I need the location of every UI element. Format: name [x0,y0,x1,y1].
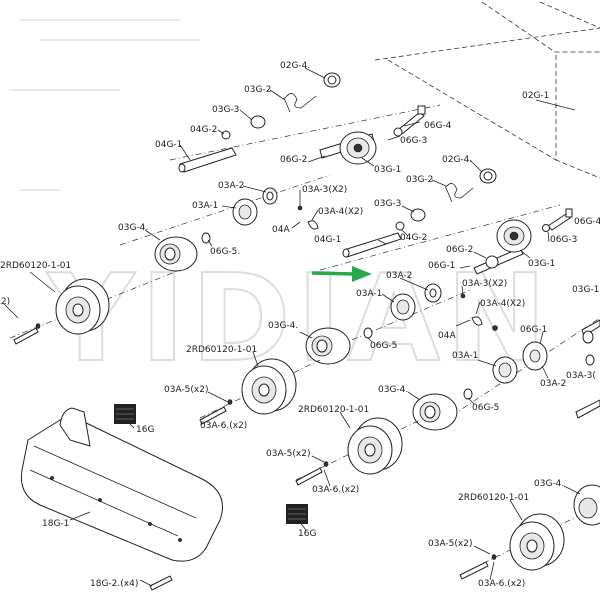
label-06G-4-upper: 06G-4 [424,121,452,131]
label-02G-4-upper: 02G-4. [280,61,310,71]
label-06G-3-upper: 06G-3 [400,136,427,146]
label-03G-3-upper: 03G-3 [212,105,239,115]
label-04A-lower: 04A [438,331,456,341]
label-03A-4-upper: 03A-4(X2) [318,207,363,217]
label-03G-1-right: 03G-1 [572,285,599,295]
label-18G-2: 18G-2.(x4) [90,579,138,589]
upper-gear-assembly [119,72,441,272]
label-03A-6-wheel-2: 03A-6.(x2) [200,421,247,431]
wheel-assembly-4 [459,484,600,580]
label-03G-2-upper: 03G-2 [244,85,271,95]
label-03G-1-upper: 03G-1 [374,165,401,175]
label-03A-3-lower: 03A-3(X2) [462,279,507,289]
label-03G-4-bottom: 03G-4. [534,479,564,489]
label-04G-2-upper: 04G-2 [190,125,217,135]
label-06G-4-lower: 06G-4 [574,217,600,227]
label-03A-6-wheel-4: 03A-6.(x2) [478,579,525,589]
upper-right-frame [374,1,600,179]
label-04G-1-lower: 04G-1 [314,235,341,245]
label-03A-5-wheel-3: 03A-5(x2) [266,449,310,459]
label-06G-2-lower: 06G-2 [446,245,473,255]
label-03A-3-right: 03A-3( [566,371,596,381]
watermark: YIDIAN [45,250,552,389]
label-06G-5-lower: 06G-5 [370,341,397,351]
wheel-assembly-1 [9,269,181,345]
label-03G-3-lower: 03G-3 [374,199,401,209]
label-03A-5-wheel-4: 03A-5(x2) [428,539,472,549]
label-04G-1-upper: 04G-1 [155,140,182,150]
label-06G-2-upper: 06G-2 [280,155,307,165]
label-03G-1-lower: 03G-1 [528,259,555,269]
label-04A-upper: 04A [272,225,290,235]
label-03G-4-upper: 03G-4. [118,223,148,233]
label-03A-6-wheel-3: 03A-6.(x2) [312,485,359,495]
label-18G-1: 18G-1 [42,519,69,529]
pad-16G-a [114,404,136,424]
label-03A-1-right: 03A-1 [452,351,478,361]
label-2RD-wheel-1: 2RD60120-1-01 [0,261,71,271]
wheel-assembly-3 [295,417,421,486]
label-03A-1-upper: 03A-1 [192,201,218,211]
green-arrow [311,266,372,282]
label-2RD-wheel-2: 2RD60120-1-01 [186,345,257,355]
label-2RD-wheel-3: 2RD60120-1-01 [298,405,369,415]
pad-16G-b [286,504,308,524]
label-06G-5-right: 06G-5 [472,403,499,413]
screw-18G-2 [149,575,173,591]
right-gear-assembly [412,317,600,431]
label-02G-4-lower: 02G-4. [442,155,472,165]
label-03A-5-wheel-1: (x2) [0,297,10,307]
wheel-assembly-2 [199,358,321,425]
leader-lines [3,67,581,587]
part-labels: 02G-4. 03G-2 03G-3 04G-2 04G-1 06G-4 06G… [0,61,600,589]
label-03A-2-lower: 03A-2 [386,271,412,281]
label-06G-5-upper: 06G-5. [210,247,240,257]
label-03A-3-upper: 03A-3(X2) [302,185,347,195]
label-03A-5-wheel-2: 03A-5(x2) [164,385,208,395]
label-03A-4-lower: 03A-4(X2) [480,299,525,309]
background-residue [10,19,200,191]
chain-guard-18G-1 [20,407,223,562]
lower-gear-assembly [305,168,573,365]
label-03A-2-upper: 03A-2 [218,181,244,191]
label-06G-1-right: 06G-1 [520,325,547,335]
label-06G-1-lower: 06G-1 [428,261,455,271]
label-16G-a: 16G [136,425,154,435]
label-03G-4-right: 03G-4. [378,385,408,395]
label-04G-2-lower: 04G-2 [400,233,427,243]
label-02G-1: 02G-1 [522,91,549,101]
label-03A-2-right: 03A-2 [540,379,566,389]
label-06G-3-lower: 06G-3 [550,235,577,245]
label-2RD-wheel-4: 2RD60120-1-01 [458,493,529,503]
label-16G-b: 16G [298,529,316,539]
label-03A-1-lower: 03A-1 [356,289,382,299]
label-03G-2-lower: 03G-2 [406,175,433,185]
label-03G-4-lower: 03G-4. [268,321,298,331]
